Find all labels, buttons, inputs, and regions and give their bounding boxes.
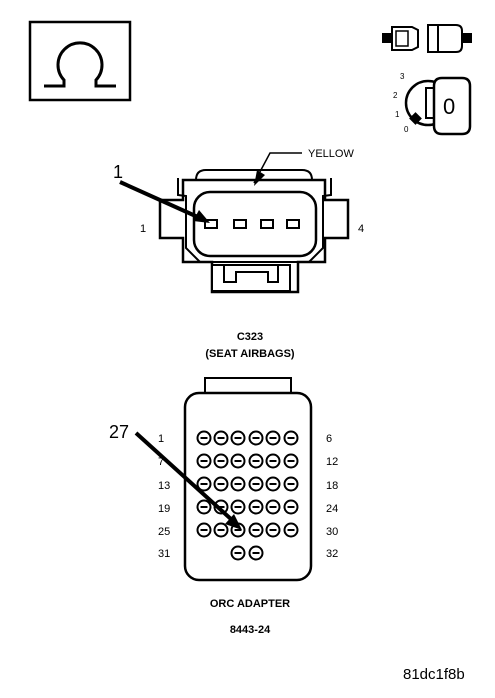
adapter-left-number: 31 xyxy=(158,548,170,560)
ignition-position-1: 1 xyxy=(395,110,400,119)
callout-number-27: 27 xyxy=(109,422,129,442)
adapter-pin xyxy=(283,453,299,469)
adapter-pin xyxy=(196,476,212,492)
ignition-position-0: 0 xyxy=(404,125,409,134)
adapter-pin xyxy=(265,453,281,469)
adapter-pin xyxy=(230,545,246,561)
ignition-key-icon: 3 2 1 0 0 xyxy=(393,72,472,136)
adapter-pin xyxy=(230,499,246,515)
adapter-pin xyxy=(213,453,229,469)
adapter-pin xyxy=(265,430,281,446)
adapter-pin xyxy=(196,499,212,515)
adapter-pin xyxy=(196,522,212,538)
connector-pin-right-label: 4 xyxy=(358,223,364,235)
adapter-pin xyxy=(248,499,264,515)
adapter-pin xyxy=(196,453,212,469)
adapter-left-number: 1 xyxy=(158,433,164,445)
adapter-pin xyxy=(248,545,264,561)
adapter-pin xyxy=(213,476,229,492)
battery-disconnect-icon xyxy=(382,24,472,53)
connector-cavity xyxy=(233,219,247,229)
adapter-right-number: 12 xyxy=(326,456,338,468)
adapter-pin xyxy=(230,476,246,492)
adapter-pin xyxy=(213,430,229,446)
ignition-key-label: 0 xyxy=(443,94,455,119)
connector-cavity xyxy=(286,219,300,229)
wire-color-label: YELLOW xyxy=(308,148,354,160)
adapter-pin xyxy=(283,430,299,446)
adapter-right-number: 24 xyxy=(326,503,338,515)
adapter-pin xyxy=(248,476,264,492)
ignition-position-2: 2 xyxy=(393,91,398,100)
ohm-meter-icon xyxy=(28,20,132,102)
connector-name: C323 xyxy=(237,331,263,343)
adapter-pin xyxy=(248,430,264,446)
adapter-pin xyxy=(230,430,246,446)
adapter-left-number: 7 xyxy=(158,456,164,468)
adapter-pin xyxy=(265,522,281,538)
connector-c323 xyxy=(158,169,350,294)
figure-id: 81dc1f8b xyxy=(403,666,465,683)
adapter-left-number: 25 xyxy=(158,526,170,538)
adapter-right-number: 18 xyxy=(326,480,338,492)
adapter-pin xyxy=(230,453,246,469)
orc-adapter xyxy=(183,377,313,582)
adapter-right-number: 6 xyxy=(326,433,332,445)
callout-pin-27: 27 xyxy=(109,422,242,530)
connector-pin-left-label: 1 xyxy=(140,223,146,235)
connector-description: (SEAT AIRBAGS) xyxy=(205,348,295,360)
connector-cavity xyxy=(260,219,274,229)
adapter-left-number: 19 xyxy=(158,503,170,515)
ignition-position-3: 3 xyxy=(400,72,405,81)
wire-color-callout: YELLOW xyxy=(253,148,354,186)
adapter-pin xyxy=(283,522,299,538)
callout-pin-1: 1 xyxy=(113,162,210,223)
adapter-pin xyxy=(213,522,229,538)
adapter-left-number: 13 xyxy=(158,480,170,492)
adapter-right-number: 32 xyxy=(326,548,338,560)
connector-cavity xyxy=(204,219,218,229)
callout-number-1: 1 xyxy=(113,162,123,182)
adapter-title: ORC ADAPTER xyxy=(210,598,290,610)
adapter-right-number: 30 xyxy=(326,526,338,538)
adapter-part-number: 8443-24 xyxy=(230,624,271,636)
adapter-pin xyxy=(196,430,212,446)
adapter-pin xyxy=(283,499,299,515)
adapter-pin xyxy=(265,476,281,492)
adapter-pin xyxy=(283,476,299,492)
adapter-pin xyxy=(265,499,281,515)
adapter-pin xyxy=(248,522,264,538)
adapter-pin xyxy=(248,453,264,469)
